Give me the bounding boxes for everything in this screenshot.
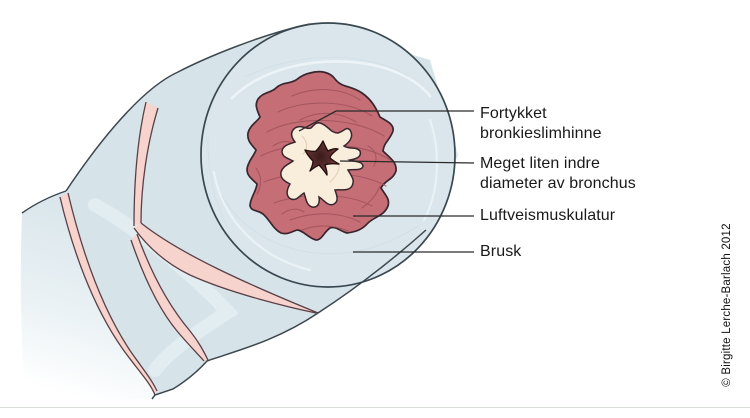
label-thickened-mucosa-line1: Fortykket (480, 105, 547, 122)
connective-band-fork-lower (131, 234, 208, 361)
narrow-lumen-star (304, 140, 340, 176)
label-narrow-lumen: Meget liten indre diameter av bronchus (480, 154, 636, 194)
tube-bottom-outline (151, 229, 427, 400)
connective-band-fork-right-outline (133, 222, 319, 314)
mucosa-creases (301, 135, 340, 183)
connective-band-strip (134, 102, 158, 226)
leader-lines (298, 110, 475, 253)
label-narrow-lumen-line1: Meget liten indre (480, 155, 600, 172)
label-cartilage-line1: Brusk (480, 243, 522, 260)
tube-sheen (88, 198, 239, 377)
label-cartilage: Brusk (480, 242, 521, 262)
credit-text: © Birgitte Lerche-Barlach 2012 (721, 223, 733, 387)
label-thickened-mucosa: Fortykket bronkieslimhinne (480, 104, 602, 144)
leader-line-mucosa (298, 110, 474, 132)
connective-band-strip-outline (133, 101, 159, 227)
cartilage-texture (207, 56, 438, 272)
tube-top-outline (65, 23, 311, 192)
label-airway-muscle-line1: Luftveismuskulatur (480, 207, 616, 224)
label-thickened-mucosa-line2: bronkieslimhinne (480, 125, 602, 142)
connective-band-fork-lower-outline (130, 233, 209, 362)
label-airway-muscle: Luftveismuskulatur (480, 206, 615, 226)
connective-band-left-outline (59, 192, 158, 396)
leader-line-lumen (339, 160, 475, 164)
tube-back-top-outline (21, 190, 67, 214)
label-narrow-lumen-line2: diameter av bronchus (480, 175, 636, 192)
